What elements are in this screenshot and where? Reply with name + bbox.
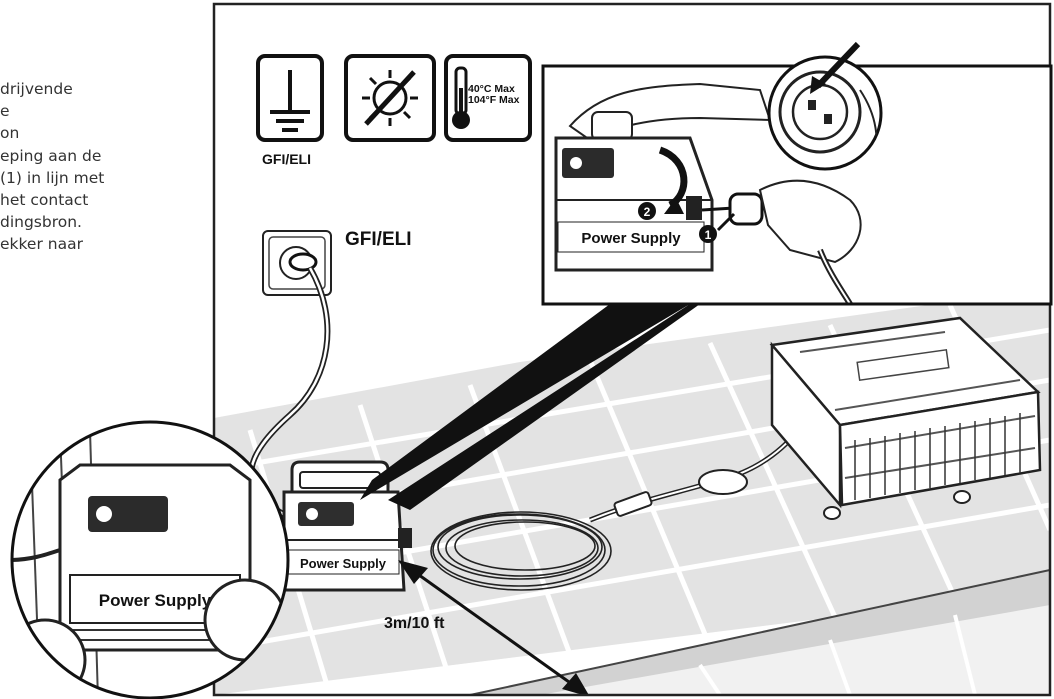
distance-label: 3m/10 ft: [384, 615, 445, 632]
text-line: ekker naar: [0, 235, 83, 254]
ground-icon: [256, 54, 324, 142]
text-line: drijvende: [0, 80, 73, 98]
text-line: dingsbron.: [0, 213, 82, 232]
temp-max-c: 40°C Max: [468, 83, 515, 95]
illustration-frame: [212, 2, 1052, 697]
step-1-marker: 1: [705, 228, 712, 242]
power-supply-unit: Power Supply: [282, 460, 412, 592]
text-line: eping aan de: [0, 146, 102, 165]
thermometer-icon: 40°C Max 104°F Max: [444, 54, 532, 142]
no-sun-icon: [344, 54, 436, 142]
coiled-cable: [430, 511, 612, 591]
text-line: on: [0, 124, 20, 143]
inset-power-supply-label: Power Supply: [581, 230, 681, 247]
outlet-gfi-label: GFI/ELI: [345, 229, 412, 250]
ground-caption: GFI/ELI: [262, 151, 311, 167]
text-line: (1) in lijn met: [0, 168, 105, 187]
distance-arrow: [398, 560, 589, 695]
power-supply-label: Power Supply: [300, 556, 387, 571]
circle-power-supply-label: Power Supply: [99, 591, 212, 610]
text-line: het contact: [0, 191, 89, 210]
connection-detail-inset: Power Supply 2 1: [541, 41, 1053, 306]
instruction-text-fragment: drijvende e on eping aan de (1) in lijn …: [0, 78, 215, 256]
temp-max-f: 104°F Max: [468, 94, 520, 106]
text-line: e: [0, 102, 10, 121]
pool-robot: [769, 316, 1042, 520]
step-2-marker: 2: [644, 205, 651, 219]
